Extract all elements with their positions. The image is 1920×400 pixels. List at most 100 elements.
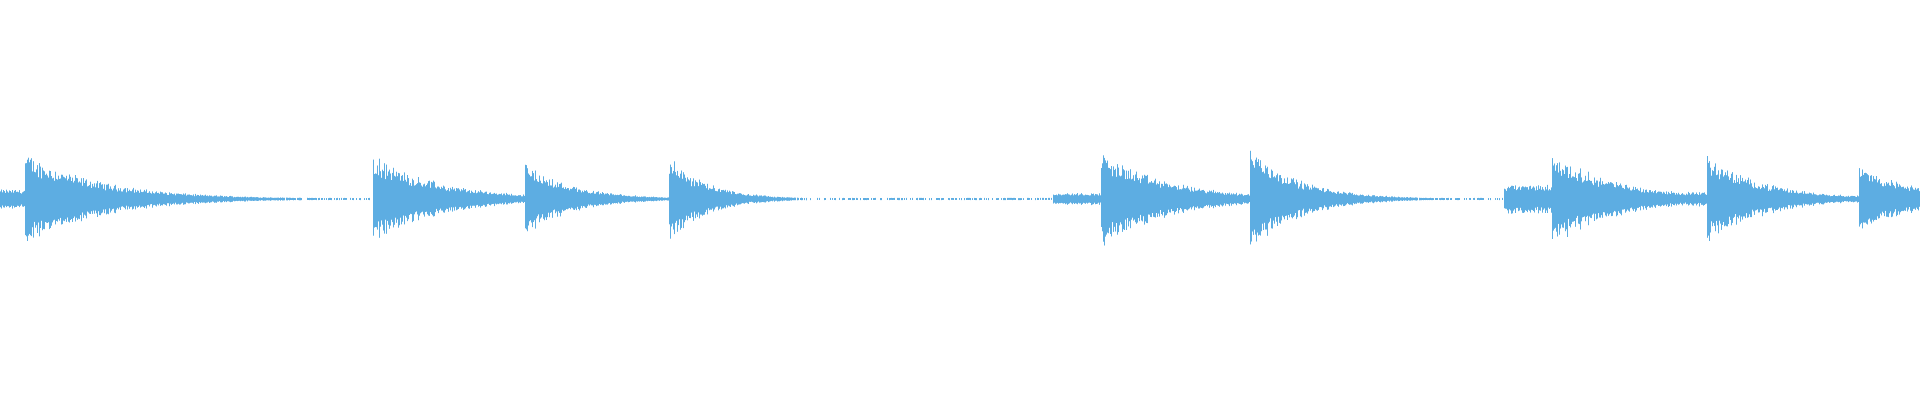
waveform-column (778, 196, 779, 202)
waveform-column (1649, 190, 1650, 208)
waveform-column (1038, 198, 1039, 200)
waveform-column (535, 170, 536, 229)
waveform-column (1221, 193, 1222, 206)
waveform-column (275, 197, 276, 201)
waveform-column (1177, 189, 1178, 208)
waveform-column (1428, 198, 1429, 200)
waveform-column (596, 192, 597, 207)
waveform-column (121, 191, 122, 207)
waveform-column (479, 192, 480, 206)
waveform-column (641, 196, 642, 202)
waveform-column (1517, 189, 1518, 208)
waveform-column (431, 181, 432, 214)
waveform-column (1615, 187, 1616, 212)
waveform-column (1004, 197, 1005, 201)
waveform-column (1526, 187, 1527, 211)
waveform-column (207, 195, 208, 203)
waveform-column (1419, 197, 1420, 201)
waveform-column (1824, 194, 1825, 204)
waveform-column (1916, 189, 1917, 208)
waveform-column (538, 182, 539, 215)
waveform-column (1144, 174, 1145, 225)
waveform-column (1104, 157, 1105, 246)
waveform-column (42, 167, 43, 231)
waveform-column (1906, 189, 1907, 208)
waveform-column (798, 197, 799, 201)
waveform-column (1469, 198, 1470, 200)
waveform-column (1332, 192, 1333, 205)
waveform-column (1678, 192, 1679, 205)
waveform-column (1816, 194, 1817, 203)
waveform-column (328, 198, 329, 201)
waveform-column (969, 197, 970, 200)
waveform-column (110, 186, 111, 213)
waveform-column (1054, 195, 1055, 203)
waveform-column (1867, 174, 1868, 225)
waveform-column (537, 181, 538, 217)
waveform-column (1406, 197, 1407, 201)
waveform-column (1855, 196, 1856, 202)
waveform-column (1564, 174, 1565, 223)
waveform-column (1783, 190, 1784, 207)
waveform-column (1768, 191, 1769, 209)
waveform-column (1228, 193, 1229, 205)
waveform-column (548, 185, 549, 213)
waveform-column (329, 197, 330, 200)
waveform-column (43, 170, 44, 229)
waveform-column (1557, 163, 1558, 237)
waveform-column (440, 189, 441, 209)
waveform-column (60, 178, 61, 218)
waveform-column (253, 197, 254, 201)
waveform-column (626, 195, 627, 202)
waveform-column (1442, 197, 1443, 200)
waveform-column (1329, 191, 1330, 207)
waveform-column (1164, 181, 1165, 218)
waveform-column (1299, 186, 1300, 210)
waveform-column (40, 166, 41, 228)
waveform-column (1773, 185, 1774, 214)
waveform-column (1685, 195, 1686, 203)
waveform-column (221, 195, 222, 203)
waveform-column (1698, 195, 1699, 203)
waveform-column (1706, 194, 1707, 204)
waveform-column (1043, 197, 1044, 200)
waveform-column (1122, 165, 1123, 232)
waveform-column (29, 162, 30, 234)
waveform-column (392, 172, 393, 223)
waveform-column (1876, 176, 1877, 220)
waveform-column (205, 194, 206, 204)
waveform-column (1457, 198, 1458, 201)
waveform-column (699, 179, 700, 219)
waveform-column (1243, 195, 1244, 203)
waveform-column (237, 196, 238, 202)
waveform-column (1095, 194, 1096, 205)
waveform-column (1170, 186, 1171, 213)
waveform-column (80, 182, 81, 216)
waveform-column (105, 190, 106, 210)
waveform-column (1750, 179, 1751, 218)
waveform-column (245, 196, 246, 202)
waveform-column (1009, 197, 1010, 200)
waveform-column (1658, 191, 1659, 206)
waveform-column (638, 197, 639, 202)
waveform-column (1863, 174, 1864, 223)
waveform-column (476, 193, 477, 206)
waveform-column (753, 194, 754, 203)
waveform-column (1563, 170, 1564, 228)
waveform-column (1377, 196, 1378, 202)
waveform-column (417, 183, 418, 215)
waveform-column (573, 186, 574, 210)
waveform-column (516, 195, 517, 203)
waveform-column (1747, 180, 1748, 218)
waveform-column (1231, 193, 1232, 206)
waveform-column (1383, 196, 1384, 202)
waveform-column (1018, 198, 1019, 201)
waveform-column (1891, 180, 1892, 218)
waveform-column (414, 185, 415, 215)
waveform-column (96, 183, 97, 214)
waveform-column (1309, 189, 1310, 209)
waveform-column (89, 185, 90, 214)
waveform-column (1021, 198, 1022, 200)
waveform-column (272, 197, 273, 201)
waveform-column (1790, 190, 1791, 209)
